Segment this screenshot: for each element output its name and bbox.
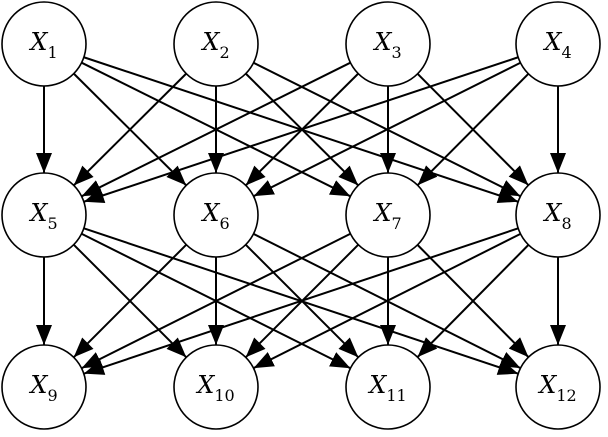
node-label-index: 9	[47, 386, 57, 405]
edge-x2-to-x5	[73, 72, 187, 187]
edges-layer	[36, 56, 566, 375]
node-circle	[515, 1, 601, 87]
node-label: X9	[28, 371, 57, 405]
node-label-variable: X	[542, 199, 562, 227]
node-circle	[515, 172, 601, 258]
node-label: X10	[195, 371, 234, 405]
node-x1: X1	[1, 1, 87, 87]
node-label: X5	[28, 199, 57, 233]
edge-x8-to-x11	[416, 244, 530, 358]
node-circle	[173, 1, 259, 87]
node-label-variable: X	[372, 199, 392, 227]
node-x9: X9	[1, 344, 87, 430]
node-x8: X8	[515, 172, 601, 258]
node-label-variable: X	[28, 199, 48, 227]
node-label-index: 6	[219, 214, 229, 233]
node-circle	[1, 1, 87, 87]
node-x5: X5	[1, 172, 87, 258]
edge-x4-to-x5	[83, 56, 519, 204]
node-circle	[1, 344, 87, 430]
node-label-index: 11	[386, 386, 406, 405]
node-label-variable: X	[195, 371, 215, 399]
edge-x8-to-x9	[83, 227, 519, 375]
node-label-index: 1	[47, 43, 57, 62]
node-label: X8	[542, 199, 571, 233]
node-x3: X3	[345, 1, 431, 87]
edge-x3-to-x5	[81, 61, 351, 198]
edge-x4-to-x6	[253, 61, 521, 198]
node-x7: X7	[345, 172, 431, 258]
node-label: X6	[200, 199, 229, 233]
node-label-index: 7	[391, 214, 401, 233]
node-label: X7	[372, 199, 401, 233]
node-circle	[1, 172, 87, 258]
edge-x4-to-x7	[416, 73, 530, 186]
node-label-variable: X	[537, 371, 557, 399]
node-label-index: 12	[556, 386, 576, 405]
node-label-index: 3	[391, 43, 401, 62]
node-x2: X2	[173, 1, 259, 87]
node-label-index: 4	[561, 43, 571, 62]
node-x12: X12	[515, 344, 601, 430]
node-label-variable: X	[200, 199, 220, 227]
node-label: X3	[372, 28, 401, 62]
node-label-index: 5	[47, 214, 57, 233]
node-circle	[345, 344, 431, 430]
node-circle	[173, 172, 259, 258]
edge-x6-to-x9	[72, 243, 188, 359]
node-label-index: 2	[219, 43, 229, 62]
node-x11: X11	[345, 344, 431, 430]
edge-x7-to-x9	[81, 232, 351, 370]
node-circle	[173, 344, 259, 430]
node-circle	[345, 1, 431, 87]
node-label-variable: X	[28, 28, 48, 56]
node-label-variable: X	[200, 28, 220, 56]
node-label: X1	[28, 28, 57, 62]
node-x4: X4	[515, 1, 601, 87]
node-label-variable: X	[542, 28, 562, 56]
node-label: X11	[367, 371, 406, 405]
node-label-variable: X	[28, 371, 48, 399]
edge-x8-to-x10	[253, 232, 521, 370]
node-x6: X6	[173, 172, 259, 258]
node-label-index: 10	[214, 386, 234, 405]
node-label-variable: X	[372, 28, 392, 56]
node-label-index: 8	[561, 214, 571, 233]
node-label: X2	[200, 28, 229, 62]
node-circle	[515, 344, 601, 430]
node-label-variable: X	[367, 371, 387, 399]
node-circle	[345, 172, 431, 258]
node-label: X12	[537, 371, 576, 405]
node-x10: X10	[173, 344, 259, 430]
node-label: X4	[542, 28, 571, 62]
